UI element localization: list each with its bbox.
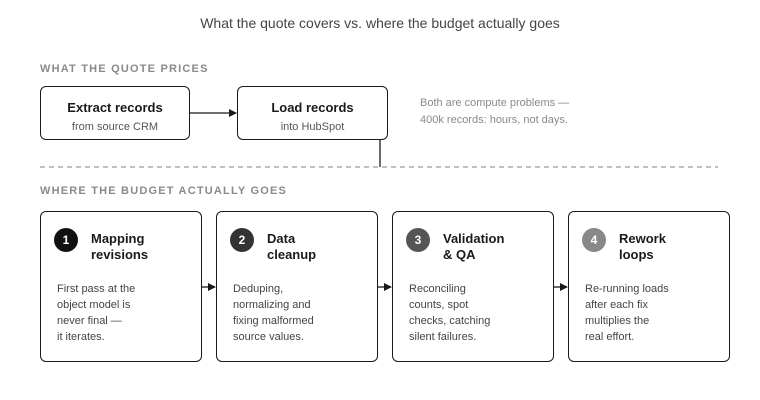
step-number-badge: 4 [582, 228, 606, 252]
step-description: First pass at the object model is never … [57, 283, 136, 343]
load-records-box: Load records into HubSpot [237, 86, 388, 140]
step-title: Mapping revisions [91, 231, 149, 262]
step-number-badge: 2 [230, 228, 254, 252]
step-card-mapping-revisions: 1 Mapping revisions First pass at the ob… [40, 211, 202, 362]
step-title: Validation & QA [443, 231, 505, 262]
step-card-validation-qa: 3 Validation & QA Reconciling counts, sp… [392, 211, 554, 362]
extract-records-subtitle: from source CRM [71, 121, 159, 133]
step-title: Rework loops [619, 231, 666, 262]
load-records-title: Load records [271, 100, 354, 115]
step-description: Reconciling counts, spot checks, catchin… [409, 283, 491, 343]
step-card-data-cleanup: 2 Data cleanup Deduping, normalizing and… [216, 211, 378, 362]
quote-section-label: WHAT THE QUOTE PRICES [40, 63, 209, 75]
extract-records-box: Extract records from source CRM [40, 86, 190, 140]
step-card-rework-loops: 4 Rework loops Re-running loads after ea… [568, 211, 730, 362]
budget-section-label: WHERE THE BUDGET ACTUALLY GOES [40, 185, 288, 197]
step-title: Data cleanup [267, 231, 317, 262]
extract-records-title: Extract records [67, 100, 163, 115]
page-title: What the quote covers vs. where the budg… [200, 15, 560, 31]
load-records-subtitle: into HubSpot [280, 121, 345, 133]
compute-note: Both are compute problems — 400k records… [420, 97, 570, 126]
step-description: Deduping, normalizing and fixing malform… [233, 283, 314, 343]
step-number-badge: 1 [54, 228, 78, 252]
step-number-badge: 3 [406, 228, 430, 252]
step-description: Re-running loads after each fix multipli… [585, 283, 669, 343]
